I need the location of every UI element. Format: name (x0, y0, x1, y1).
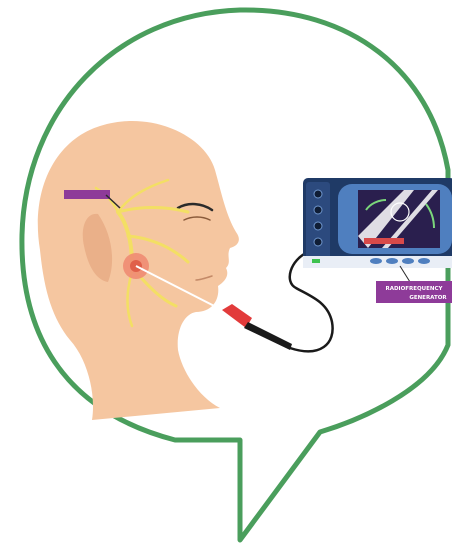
round-knob-icon (314, 238, 322, 246)
led-icon (312, 259, 320, 263)
round-knob-icon (314, 190, 322, 198)
nerve-label-tag (64, 190, 110, 199)
round-knob-icon (314, 206, 322, 214)
device-label-line1: RADIOFREQUENCY (385, 286, 443, 292)
screen-bar (364, 238, 404, 244)
round-knob-icon (386, 258, 398, 264)
round-knob-icon (418, 258, 430, 264)
rf-generator (303, 178, 452, 282)
round-knob-icon (370, 258, 382, 264)
device-label-line2: GENERATOR (409, 295, 447, 301)
round-knob-icon (314, 222, 322, 230)
round-knob-icon (402, 258, 414, 264)
device-label: RADIOFREQUENCY GENERATOR (376, 281, 452, 303)
